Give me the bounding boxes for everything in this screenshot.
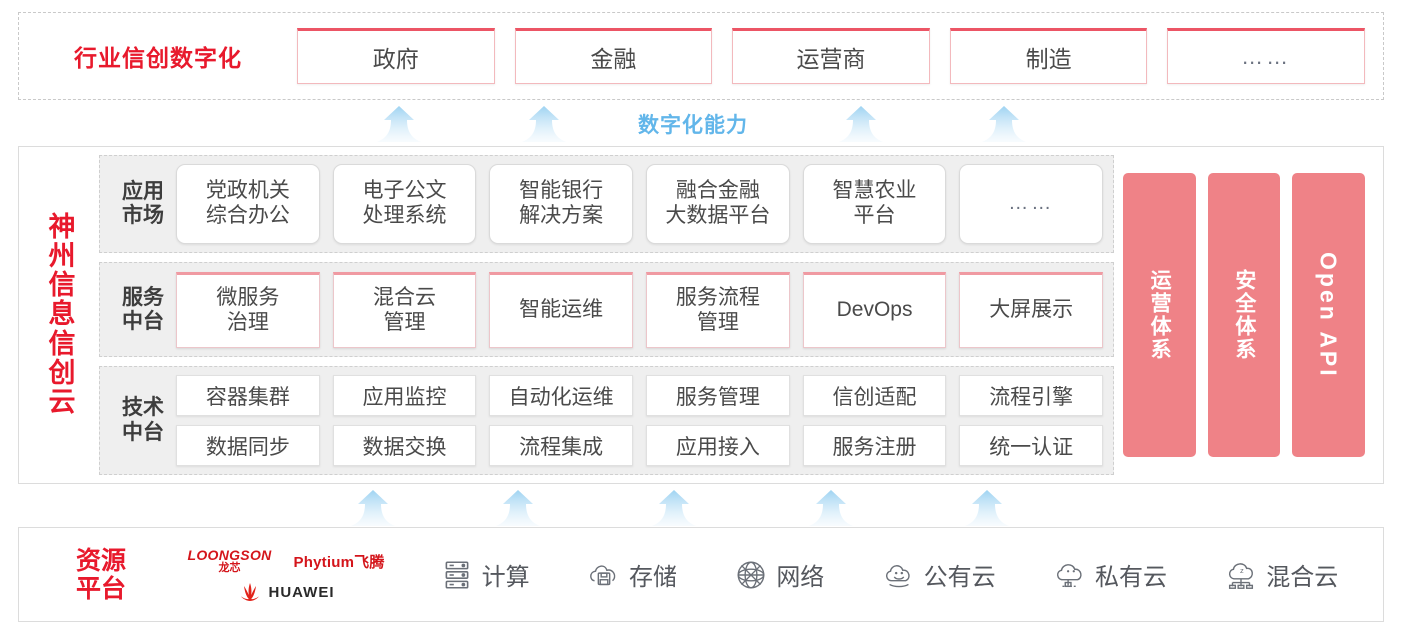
service-platform-label: 服务 中台 (122, 285, 164, 333)
resource-connector-band (18, 487, 1384, 527)
resource-item-label: 公有云 (923, 564, 996, 591)
resource-item-label: 计算 (481, 564, 530, 591)
tech-platform-row-2: 数据同步 数据交换 流程集成 应用接入 服务注册 统一认证 (176, 425, 1104, 466)
digital-capability-band: 数字化能力 (18, 103, 1384, 143)
pillar-security-system[interactable]: 安全体系 (1207, 173, 1281, 457)
resource-item-public-cloud[interactable]: 公有云 (882, 557, 996, 592)
cloud-platform-title: 神 州 信 息 信 创 云 (25, 155, 99, 475)
service-cell-hybrid-cloud-mgmt[interactable]: 混合云 管理 (332, 271, 477, 348)
industry-layer-title: 行业信创数字化 (74, 45, 242, 71)
tech-cell-app-access[interactable]: 应用接入 (646, 425, 790, 466)
digital-capability-label: 数字化能力 (638, 114, 748, 137)
tech-cell-xinchuang-adapt[interactable]: 信创适配 (802, 375, 947, 416)
tech-cell-data-sync[interactable]: 数据同步 (176, 425, 320, 466)
huawei-logo: HUAWEI (238, 583, 335, 601)
cloud-body: 应用 市场 党政机关 综合办公 电子公文 处理系统 (99, 155, 1373, 475)
private-cloud-icon (1056, 563, 1082, 587)
pillar-operations-system[interactable]: 运营体系 (1123, 173, 1196, 457)
arrow-up-icon (809, 490, 853, 526)
cloud-title-char-3: 信 (48, 270, 76, 301)
arrow-up-icon (496, 490, 540, 526)
resource-item-storage[interactable]: 存储 (587, 557, 677, 592)
industry-box-more[interactable]: …… (1167, 28, 1365, 84)
industry-box-operator[interactable]: 运营商 (732, 28, 930, 84)
tech-cell-container-cluster[interactable]: 容器集群 (176, 375, 320, 416)
svg-text:z: z (1240, 566, 1244, 575)
resource-item-network[interactable]: 网络 (734, 557, 824, 592)
arrow-up-icon (351, 490, 395, 526)
app-cell-gov-office[interactable]: 党政机关 综合办公 (176, 164, 320, 245)
app-market-label: 应用 市场 (122, 180, 164, 228)
service-cell-big-screen[interactable]: 大屏展示 (959, 271, 1104, 348)
app-cell-smart-agriculture[interactable]: 智慧农业 平台 (802, 164, 947, 245)
server-icon (445, 560, 469, 589)
cloud-title-char-6: 创 (48, 357, 76, 388)
tech-cell-service-registry[interactable]: 服务注册 (802, 425, 947, 466)
arrow-up-icon (377, 106, 421, 142)
huawei-flower-icon (240, 583, 259, 601)
resource-platform-title: 资源 平台 (75, 546, 126, 603)
arrow-up-icon (652, 490, 696, 526)
resource-item-label: 存储 (628, 564, 677, 591)
app-market-cells: 党政机关 综合办公 电子公文 处理系统 智能银行 解决方案 (176, 164, 1104, 245)
app-cell-e-document[interactable]: 电子公文 处理系统 (332, 164, 477, 245)
tech-cell-automated-ops[interactable]: 自动化运维 (489, 375, 634, 416)
arrow-up-icon (839, 106, 883, 142)
arrow-up-icon (982, 106, 1026, 142)
tech-cell-unified-auth[interactable]: 统一认证 (959, 425, 1104, 466)
service-platform-row: 服务 中台 微服务 治理 混合云 管理 (99, 262, 1114, 357)
service-cell-smart-ops[interactable]: 智能运维 (489, 271, 634, 348)
resource-item-list: 计算 存储 网络 (411, 557, 1383, 592)
tech-platform-grid: 容器集群 应用监控 自动化运维 服务管理 信创适配 流程引擎 数据同步 数据交换… (176, 375, 1104, 466)
cloud-title-char-5: 信 (48, 328, 76, 359)
industry-box-manufacturing[interactable]: 制造 (949, 28, 1148, 84)
arrow-up-icon (522, 106, 566, 142)
app-cell-more[interactable]: …… (959, 164, 1104, 245)
tech-platform-label: 技术 中台 (122, 396, 164, 444)
service-cell-devops[interactable]: DevOps (802, 271, 947, 348)
resource-item-label: 私有云 (1094, 564, 1167, 591)
public-cloud-icon (885, 564, 910, 587)
resource-item-label: 网络 (776, 564, 825, 591)
service-cell-microservice-governance[interactable]: 微服务 治理 (176, 271, 320, 348)
cloud-storage-icon (590, 564, 616, 585)
cloud-title-char-1: 神 (48, 211, 76, 242)
resource-item-label: 混合云 (1266, 564, 1339, 591)
industry-layer: 行业信创数字化 政府 金融 运营商 制造 …… (18, 12, 1384, 100)
resource-item-hybrid-cloud[interactable]: z 混合云 (1224, 557, 1338, 592)
cloud-platform-layer: 神 州 信 息 信 创 云 应用 市场 党政机关 综合办公 (18, 146, 1384, 484)
cloud-title-char-2: 州 (48, 241, 76, 272)
arrow-up-icon (965, 490, 1009, 526)
loongson-logo: LOONGSON 龙芯 (187, 547, 272, 574)
tech-cell-app-monitoring[interactable]: 应用监控 (332, 375, 477, 416)
cloud-title-char-7: 云 (48, 386, 76, 417)
hybrid-cloud-icon: z (1229, 562, 1254, 589)
pillar-list: 运营体系 安全体系 Open API (1123, 155, 1373, 475)
industry-box-finance[interactable]: 金融 (514, 28, 713, 84)
resource-item-compute[interactable]: 计算 (440, 557, 530, 592)
industry-box-government[interactable]: 政府 (297, 28, 495, 84)
app-cell-smart-bank[interactable]: 智能银行 解决方案 (489, 164, 634, 245)
resource-platform-layer: 资源 平台 LOONGSON 龙芯 Phytium飞腾 HUAWEI (18, 527, 1384, 622)
vendor-logo-list: LOONGSON 龙芯 Phytium飞腾 HUAWEI (161, 548, 411, 601)
tech-cell-service-mgmt[interactable]: 服务管理 (646, 375, 790, 416)
service-cell-process-mgmt[interactable]: 服务流程 管理 (646, 271, 790, 348)
phytium-logo: Phytium飞腾 (293, 553, 385, 571)
cloud-title-char-4: 息 (48, 299, 76, 330)
service-platform-cells: 微服务 治理 混合云 管理 智能运维 (176, 271, 1104, 348)
tech-platform-row-1: 容器集群 应用监控 自动化运维 服务管理 信创适配 流程引擎 (176, 375, 1104, 416)
app-cell-finance-bigdata[interactable]: 融合金融 大数据平台 (646, 164, 790, 245)
tech-cell-process-engine[interactable]: 流程引擎 (959, 375, 1104, 416)
tech-cell-data-exchange[interactable]: 数据交换 (332, 425, 477, 466)
vendor-logo-row-1: LOONGSON 龙芯 Phytium飞腾 (187, 548, 384, 574)
network-icon (737, 561, 765, 588)
pillar-open-api[interactable]: Open API (1292, 173, 1366, 457)
tech-platform-row: 技术 中台 容器集群 应用监控 自动化运维 服务管理 信创适配 流程引擎 数据同… (99, 366, 1114, 475)
tech-cell-process-integration[interactable]: 流程集成 (489, 425, 634, 466)
app-market-row: 应用 市场 党政机关 综合办公 电子公文 处理系统 (99, 155, 1114, 254)
resource-item-private-cloud[interactable]: 私有云 (1053, 557, 1167, 592)
cloud-row-stack: 应用 市场 党政机关 综合办公 电子公文 处理系统 (99, 155, 1114, 475)
industry-box-list: 政府 金融 运营商 制造 …… (297, 28, 1383, 84)
